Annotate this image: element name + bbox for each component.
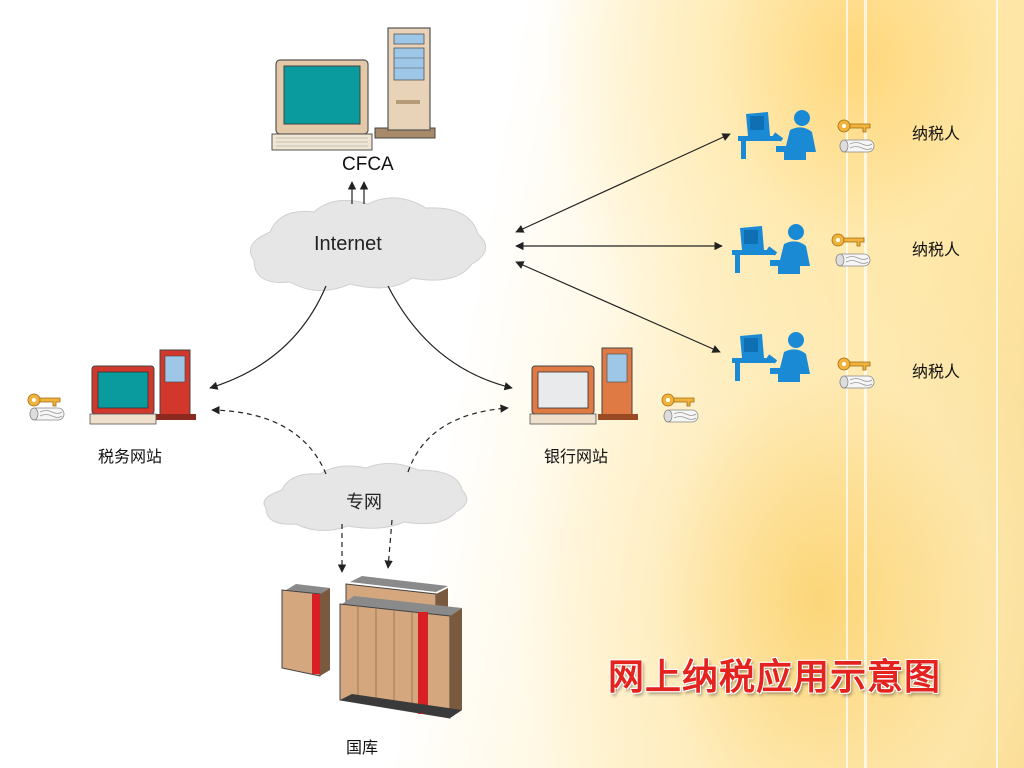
certificate-icon	[663, 409, 699, 423]
key-icon	[831, 233, 865, 247]
taxpayer-label: 纳税人	[912, 362, 961, 381]
arrow-internet-taxpayer	[515, 133, 731, 233]
certificate-icon	[835, 253, 871, 267]
bank-site-label: 银行网站	[544, 447, 609, 466]
taxpayer-icon	[730, 330, 812, 384]
key-icon	[27, 393, 61, 407]
diagram-title: 网上纳税应用示意图	[608, 657, 942, 698]
arrow-private-tax-site	[211, 405, 327, 475]
private-network-label: 专网	[346, 492, 382, 513]
treasury-server-icon	[281, 576, 462, 719]
light-streak	[996, 0, 998, 768]
key-icon	[837, 357, 871, 371]
arrow-internet-bank-site	[387, 285, 513, 391]
taxpayer-label: 纳税人	[912, 124, 961, 143]
key-icon	[837, 119, 871, 133]
treasury-label: 国库	[346, 738, 379, 757]
arrow-private-treasury	[384, 519, 393, 569]
tax-site-label: 税务网站	[98, 447, 163, 466]
internet-label: Internet	[314, 233, 382, 255]
certificate-icon	[839, 375, 875, 389]
key-icon	[661, 393, 695, 407]
arrow-internet-taxpayer	[515, 261, 721, 353]
cfca-computer-icon	[271, 27, 436, 151]
taxpayer-icon	[730, 222, 812, 276]
certificate-icon	[29, 407, 65, 421]
internet-cloud	[250, 197, 487, 292]
arrow-internet-tax-site	[209, 285, 327, 390]
taxpayer-icon	[736, 108, 818, 162]
taxpayer-label: 纳税人	[912, 240, 961, 259]
bank-site-computer-icon	[529, 347, 638, 425]
arrow-private-bank-site	[407, 404, 509, 473]
cfca-label: CFCA	[342, 154, 394, 175]
tax-site-computer-icon	[89, 349, 196, 425]
certificate-icon	[839, 139, 875, 153]
private-network-cloud	[263, 463, 468, 531]
